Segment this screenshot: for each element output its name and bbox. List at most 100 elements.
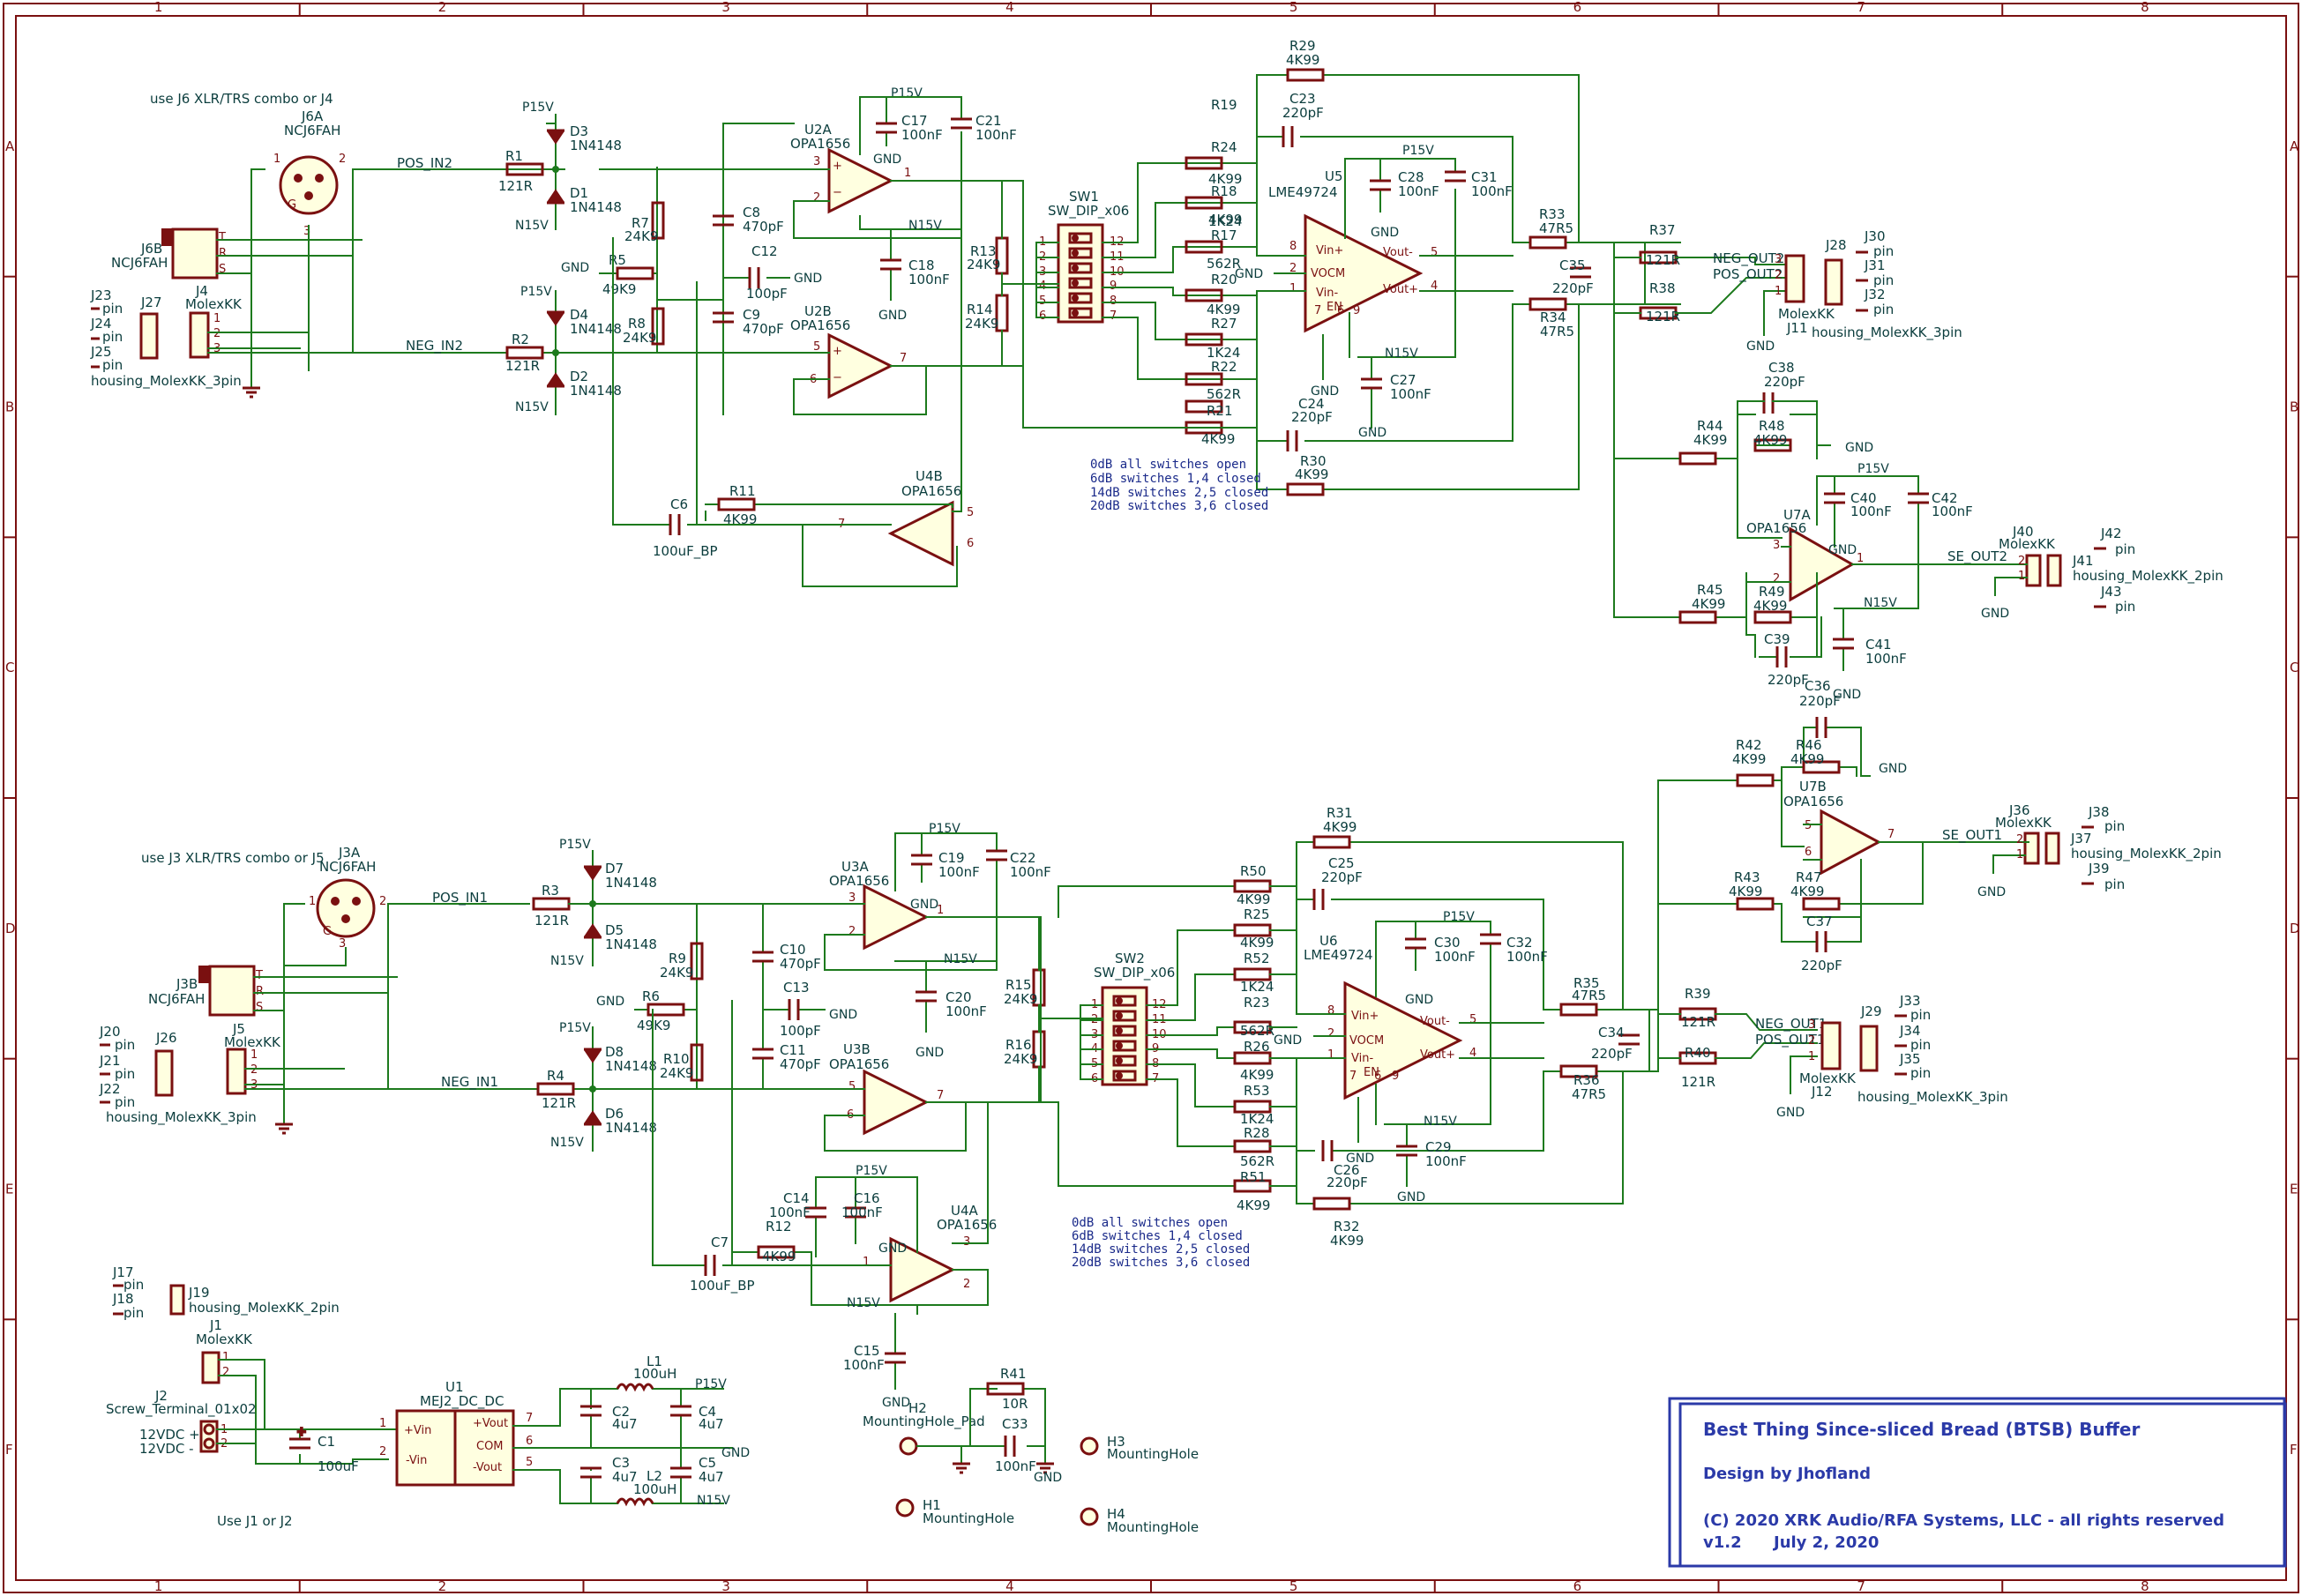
svg-text:220pF: 220pF [1801, 958, 1842, 973]
svg-text:4u7: 4u7 [612, 1469, 638, 1485]
svg-text:pin: pin [123, 1305, 144, 1321]
frame-col-label: 7 [1857, 0, 1865, 15]
molex-connector-j1 [201, 1351, 220, 1384]
frame-row-label: F [5, 1442, 13, 1458]
svg-text:C3: C3 [612, 1455, 630, 1471]
svg-text:J34: J34 [1899, 1023, 1921, 1039]
svg-text:pin: pin [102, 357, 123, 373]
svg-text:14dB switches 2,5 closed: 14dB switches 2,5 closed [1090, 486, 1268, 500]
svg-text:4K99: 4K99 [1323, 819, 1357, 835]
svg-text:7: 7 [1110, 310, 1117, 323]
svg-text:4: 4 [1039, 280, 1046, 293]
svg-text:N15V: N15V [908, 219, 942, 233]
svg-text:470pF: 470pF [780, 1056, 821, 1072]
molex-connector-j5 [226, 1048, 247, 1095]
svg-text:J27: J27 [140, 295, 162, 310]
svg-text:N15V: N15V [1385, 347, 1418, 361]
svg-text:10R: 10R [1002, 1396, 1028, 1412]
svg-text:4K99: 4K99 [1237, 891, 1270, 907]
svg-text:J18: J18 [112, 1291, 134, 1307]
svg-text:D1: D1 [570, 185, 588, 201]
svg-text:3: 3 [848, 891, 856, 905]
svg-text:C27: C27 [1390, 372, 1416, 388]
svg-text:J2: J2 [154, 1388, 168, 1404]
svg-text:1: 1 [309, 895, 316, 908]
svg-text:LME49724: LME49724 [1304, 947, 1373, 963]
svg-text:MountingHole: MountingHole [1107, 1446, 1199, 1462]
housing-j19 [169, 1284, 185, 1316]
svg-text:100nF: 100nF [995, 1458, 1036, 1474]
svg-text:GND: GND [1397, 1190, 1425, 1204]
svg-text:R37: R37 [1649, 222, 1676, 238]
svg-text:C18: C18 [908, 257, 935, 273]
svg-text:7: 7 [900, 352, 907, 365]
svg-text:1: 1 [379, 1417, 386, 1430]
xlr-connector-j3a [316, 878, 376, 938]
svg-text:R33: R33 [1539, 206, 1566, 222]
svg-text:MountingHole: MountingHole [1107, 1519, 1199, 1535]
date-text: July 2, 2020 [1772, 1533, 1879, 1552]
svg-text:100uH: 100uH [633, 1366, 676, 1382]
svg-text:2: 2 [848, 925, 856, 938]
svg-text:R29: R29 [1289, 38, 1316, 54]
opamp-u7b [1820, 809, 1882, 876]
svg-text:C20: C20 [945, 989, 972, 1005]
svg-text:1: 1 [2016, 848, 2023, 861]
svg-text:pin: pin [115, 1066, 135, 1082]
svg-text:100nF: 100nF [841, 1204, 883, 1220]
svg-text:2: 2 [1775, 269, 1782, 282]
svg-text:OPA1656: OPA1656 [790, 136, 850, 152]
svg-text:121R: 121R [1681, 1014, 1715, 1030]
frame-row-label: E [5, 1182, 13, 1197]
svg-text:20dB switches 3,6 closed: 20dB switches 3,6 closed [1090, 499, 1268, 513]
svg-text:8: 8 [1327, 1004, 1334, 1018]
svg-text:0dB all switches open: 0dB all switches open [1072, 1216, 1228, 1230]
molex-connector-j12 [1820, 1021, 1842, 1070]
svg-text:3: 3 [813, 155, 820, 168]
molex-connector-j4 [189, 311, 210, 359]
svg-text:6: 6 [1039, 310, 1046, 323]
svg-text:GND: GND [878, 309, 907, 323]
svg-text:J25: J25 [90, 344, 112, 360]
housing-j26 [154, 1049, 174, 1097]
svg-text:NCJ6FAH: NCJ6FAH [319, 859, 376, 875]
svg-text:220pF: 220pF [1764, 374, 1805, 390]
svg-text:U4A: U4A [951, 1203, 979, 1219]
svg-text:1K24: 1K24 [1208, 213, 1242, 229]
svg-text:24K9: 24K9 [623, 330, 656, 346]
design-credit: Design by Jhofland [1703, 1465, 1871, 1483]
svg-text:R38: R38 [1649, 280, 1676, 296]
svg-text:1: 1 [1775, 285, 1782, 298]
svg-text:COM: COM [476, 1440, 504, 1453]
svg-text:24K9: 24K9 [965, 316, 998, 332]
svg-text:100nF: 100nF [1865, 651, 1907, 667]
svg-text:pin: pin [2104, 876, 2125, 892]
svg-text:220pF: 220pF [1282, 105, 1324, 121]
frame-row-label: D [5, 921, 16, 936]
svg-text:GND: GND [916, 1046, 944, 1060]
svg-text:P15V: P15V [522, 101, 554, 115]
val-J4: MolexKK [185, 296, 243, 312]
dip-toggle [1068, 247, 1093, 259]
svg-text:N15V: N15V [847, 1296, 880, 1310]
svg-text:D2: D2 [570, 369, 588, 384]
housing-j29 [1859, 1025, 1879, 1072]
svg-text:4u7: 4u7 [612, 1416, 638, 1432]
frame-col-label: 3 [721, 0, 730, 15]
svg-text:GND: GND [873, 153, 901, 167]
dip-toggle [1112, 1055, 1137, 1067]
svg-text:U2A: U2A [804, 122, 833, 138]
frame-col-label: 4 [1005, 0, 1014, 15]
svg-text:4K99: 4K99 [1753, 598, 1787, 614]
svg-text:C30: C30 [1434, 935, 1461, 951]
svg-text:J12: J12 [1811, 1084, 1833, 1100]
svg-text:Screw_Terminal_01x02: Screw_Terminal_01x02 [106, 1401, 257, 1418]
svg-text:S: S [256, 1001, 263, 1014]
svg-text:470pF: 470pF [743, 321, 784, 337]
molex-connector-j36 [2023, 832, 2040, 865]
svg-text:P15V: P15V [559, 838, 591, 852]
svg-text:R46: R46 [1796, 737, 1822, 753]
